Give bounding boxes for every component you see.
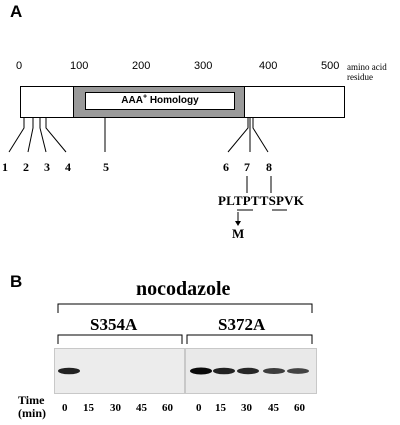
group-left-label: S354A: [90, 315, 138, 334]
group-right-label: S372A: [218, 315, 266, 334]
time-right-45: 45: [268, 402, 279, 414]
site-8: 8: [266, 160, 272, 174]
axis-caption-line2: residue: [347, 72, 373, 82]
time-label-line1: Time: [18, 393, 45, 407]
right-band-lane-4: [287, 368, 309, 374]
right-band-lane-1: [213, 367, 235, 375]
site-6-line: [227, 117, 249, 153]
phospho-sequence: PLTPTTSPVK: [218, 193, 305, 208]
site-5: 5: [103, 160, 109, 174]
site-4: 4: [65, 160, 71, 174]
time-left-15: 15: [83, 402, 94, 414]
time-left-45: 45: [136, 402, 147, 414]
panel-b-label: B: [10, 272, 23, 291]
axis-caption-line1: amino acid: [347, 62, 387, 72]
blot-right-bands: [190, 367, 309, 375]
time-label: Time (min): [18, 394, 46, 420]
aaa-superscript: +: [142, 93, 148, 101]
time-right-0: 0: [196, 402, 202, 414]
treatment-label: nocodazole: [136, 278, 231, 300]
blot-left: [54, 348, 185, 394]
tick-200: 200: [132, 60, 151, 72]
blot-left-bands: [58, 367, 80, 375]
site-4-line: [45, 117, 67, 153]
mutation-arrow-head: [235, 221, 241, 226]
time-right-15: 15: [215, 402, 226, 414]
panel-a-label: A: [10, 2, 23, 21]
time-label-line2: (min): [18, 406, 46, 420]
treatment-bracket: [57, 303, 313, 313]
homology-text: Homology: [147, 95, 199, 106]
site-1-line: [8, 117, 25, 153]
time-left-30: 30: [110, 402, 121, 414]
time-right-60: 60: [294, 402, 305, 414]
site-8-line: [252, 117, 269, 153]
site-3: 3: [44, 160, 50, 174]
right-band-lane-2: [237, 367, 259, 375]
mutation-residue: M: [232, 226, 245, 241]
group-right-bracket: [186, 334, 313, 344]
time-left-0: 0: [62, 402, 68, 414]
site-7: 7: [244, 160, 250, 174]
group-left-bracket: [57, 334, 183, 344]
time-left-60: 60: [162, 402, 173, 414]
aaa-text: AAA: [121, 95, 143, 106]
site-2-line: [27, 117, 34, 153]
blot-right: [185, 348, 317, 394]
tick-300: 300: [194, 60, 213, 72]
right-band-lane-3: [263, 368, 285, 374]
right-band-lane-0: [190, 367, 212, 375]
tick-100: 100: [70, 60, 89, 72]
site-1: 1: [2, 160, 8, 174]
tick-0: 0: [16, 60, 23, 72]
tick-500: 500: [321, 60, 340, 72]
site-3-line: [39, 117, 47, 153]
site-6: 6: [223, 160, 229, 174]
axis-caption: amino acid residue: [347, 62, 387, 82]
tick-400: 400: [259, 60, 278, 72]
aaa-homology-label: AAA+ Homology: [85, 92, 235, 110]
time-right-30: 30: [241, 402, 252, 414]
left-band-lane-0: [58, 367, 80, 375]
site-2: 2: [23, 160, 29, 174]
